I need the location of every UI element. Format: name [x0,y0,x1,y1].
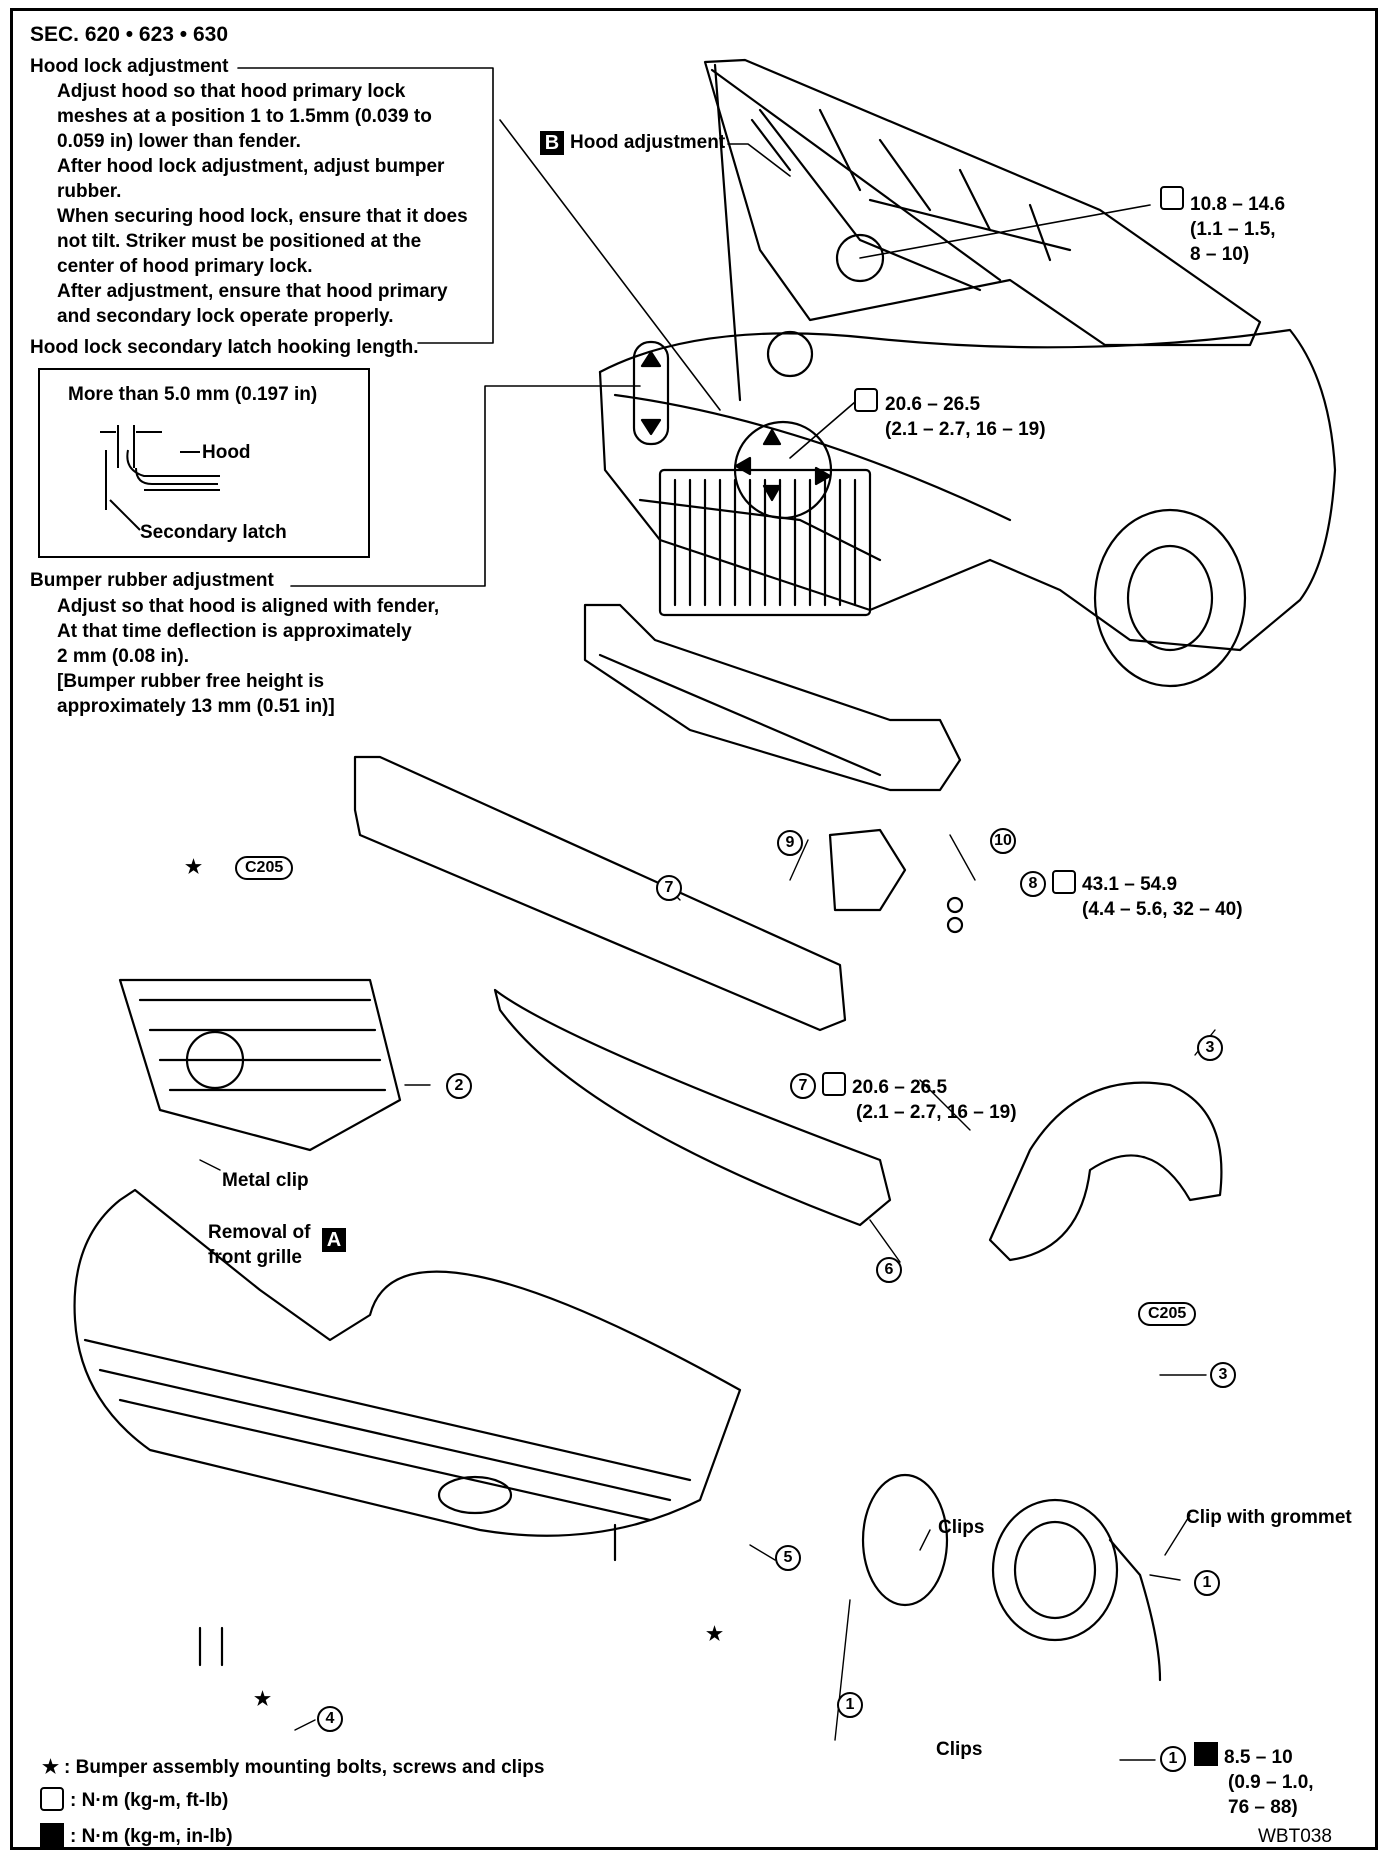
part-number-7: 7 [656,875,682,901]
section-number: SEC. 620 • 623 • 630 [30,23,229,46]
torque-hood-hinge: 10.8 – 14.6 [1190,194,1286,215]
torque-reinforcement: 20.6 – 26.5 [852,1077,948,1098]
part-number-6: 6 [876,1257,902,1283]
torque-fog-lamp: 76 – 88) [1228,1797,1298,1818]
part-number-1: 1 [1160,1746,1186,1772]
torque-hood-hinge: (1.1 – 1.5, [1190,219,1276,240]
front-grille-label: front grille [208,1247,302,1268]
latch-detail-box: More than 5.0 mm (0.197 in) Hood Seconda… [38,368,370,558]
bumper-rubber-line: approximately 13 mm (0.51 in)] [57,696,335,717]
torque-reinforcement: (2.1 – 2.7, 16 – 19) [856,1102,1017,1123]
hood-adjustment-label: Hood adjustment [570,132,726,153]
hood-lock-line: Adjust hood so that hood primary lock [57,81,406,102]
clip-grommet-label: Clip with grommet [1186,1507,1352,1528]
hood-lock-line: After adjustment, ensure that hood prima… [57,281,448,302]
part-number-9: 9 [777,830,803,856]
front-grille-label: Removal of [208,1222,311,1243]
part-number-7: 7 [790,1073,816,1099]
torque-bracket: (4.4 – 5.6, 32 – 40) [1082,899,1243,920]
callout-box-a: A [322,1228,346,1252]
hood-lock-line: center of hood primary lock. [57,256,313,277]
latch-title: Hood lock secondary latch hooking length… [30,337,419,358]
hood-lock-line: rubber. [57,181,122,202]
clips-label: Clips [936,1739,983,1760]
secondary-latch-label: Secondary latch [140,522,287,543]
latch-detail-drawing [100,425,220,531]
clip-code-c205: C205 [235,856,294,880]
torque-icon [854,388,878,412]
part-number-10: 10 [990,828,1016,854]
diagram-frame [10,8,1378,1850]
clip-code-c205: C205 [1138,1302,1197,1326]
mounting-star: ★ [254,1689,272,1710]
torque-fog-lamp: 8.5 – 10 [1224,1747,1293,1768]
latch-measure: More than 5.0 mm (0.197 in) [68,384,318,405]
part-number-1: 1 [837,1692,863,1718]
part-number-5: 5 [775,1545,801,1571]
torque-hood-lock: 20.6 – 26.5 [885,394,981,415]
leader-lines [237,67,1151,587]
legend-torque-in: : N·m (kg-m, in-lb) [70,1826,233,1847]
bumper-rubber-line: 2 mm (0.08 in). [57,646,189,667]
bumper-rubber-line: [Bumper rubber free height is [57,671,325,692]
torque-icon [822,1072,846,1096]
bumper-parts-illustration [73,603,1223,1682]
hood-lock-line: meshes at a position 1 to 1.5mm (0.039 t… [57,106,432,127]
torque-in-lb-icon [1194,1742,1218,1766]
legend-star-text: : Bumper assembly mounting bolts, screws… [64,1757,545,1778]
torque-bracket: 43.1 – 54.9 [1082,874,1178,895]
legend-torque-ft: : N·m (kg-m, ft-lb) [70,1790,229,1811]
figure-code: WBT038 [1258,1826,1332,1847]
callout-box-b: B [540,131,564,155]
torque-icon [1052,870,1076,894]
hood-label: Hood [202,442,251,463]
torque-hood-lock: (2.1 – 2.7, 16 – 19) [885,419,1046,440]
torque-ft-lb-icon [40,1787,64,1811]
part-number-leaders [199,834,1216,1761]
part-number-3: 3 [1197,1035,1223,1061]
hood-lock-line: When securing hood lock, ensure that it … [57,206,468,227]
hood-lock-title: Hood lock adjustment [30,56,229,77]
part-number-4: 4 [317,1706,343,1732]
metal-clip-label: Metal clip [222,1170,309,1191]
torque-fog-lamp: (0.9 – 1.0, [1228,1772,1314,1793]
torque-hood-hinge: 8 – 10) [1190,244,1250,265]
mounting-star: ★ [706,1624,724,1645]
hood-lock-line: After hood lock adjustment, adjust bumpe… [57,156,445,177]
bumper-rubber-line: Adjust so that hood is aligned with fend… [57,596,440,617]
torque-in-lb-icon [40,1823,64,1847]
part-number-2: 2 [446,1073,472,1099]
bumper-rubber-line: At that time deflection is approximately [57,621,412,642]
torque-icon [1160,186,1184,210]
clips-label: Clips [938,1517,985,1538]
bumper-rubber-title: Bumper rubber adjustment [30,570,274,591]
part-number-8: 8 [1020,871,1046,897]
hood-lock-line: 0.059 in) lower than fender. [57,131,301,152]
vehicle-front-illustration [598,58,1337,688]
legend-star: ★ [42,1757,60,1778]
part-number-3: 3 [1210,1362,1236,1388]
hood-lock-line: and secondary lock operate properly. [57,306,394,327]
part-number-1: 1 [1194,1570,1220,1596]
mounting-star: ★ [185,857,203,878]
hood-lock-line: not tilt. Striker must be positioned at … [57,231,422,252]
